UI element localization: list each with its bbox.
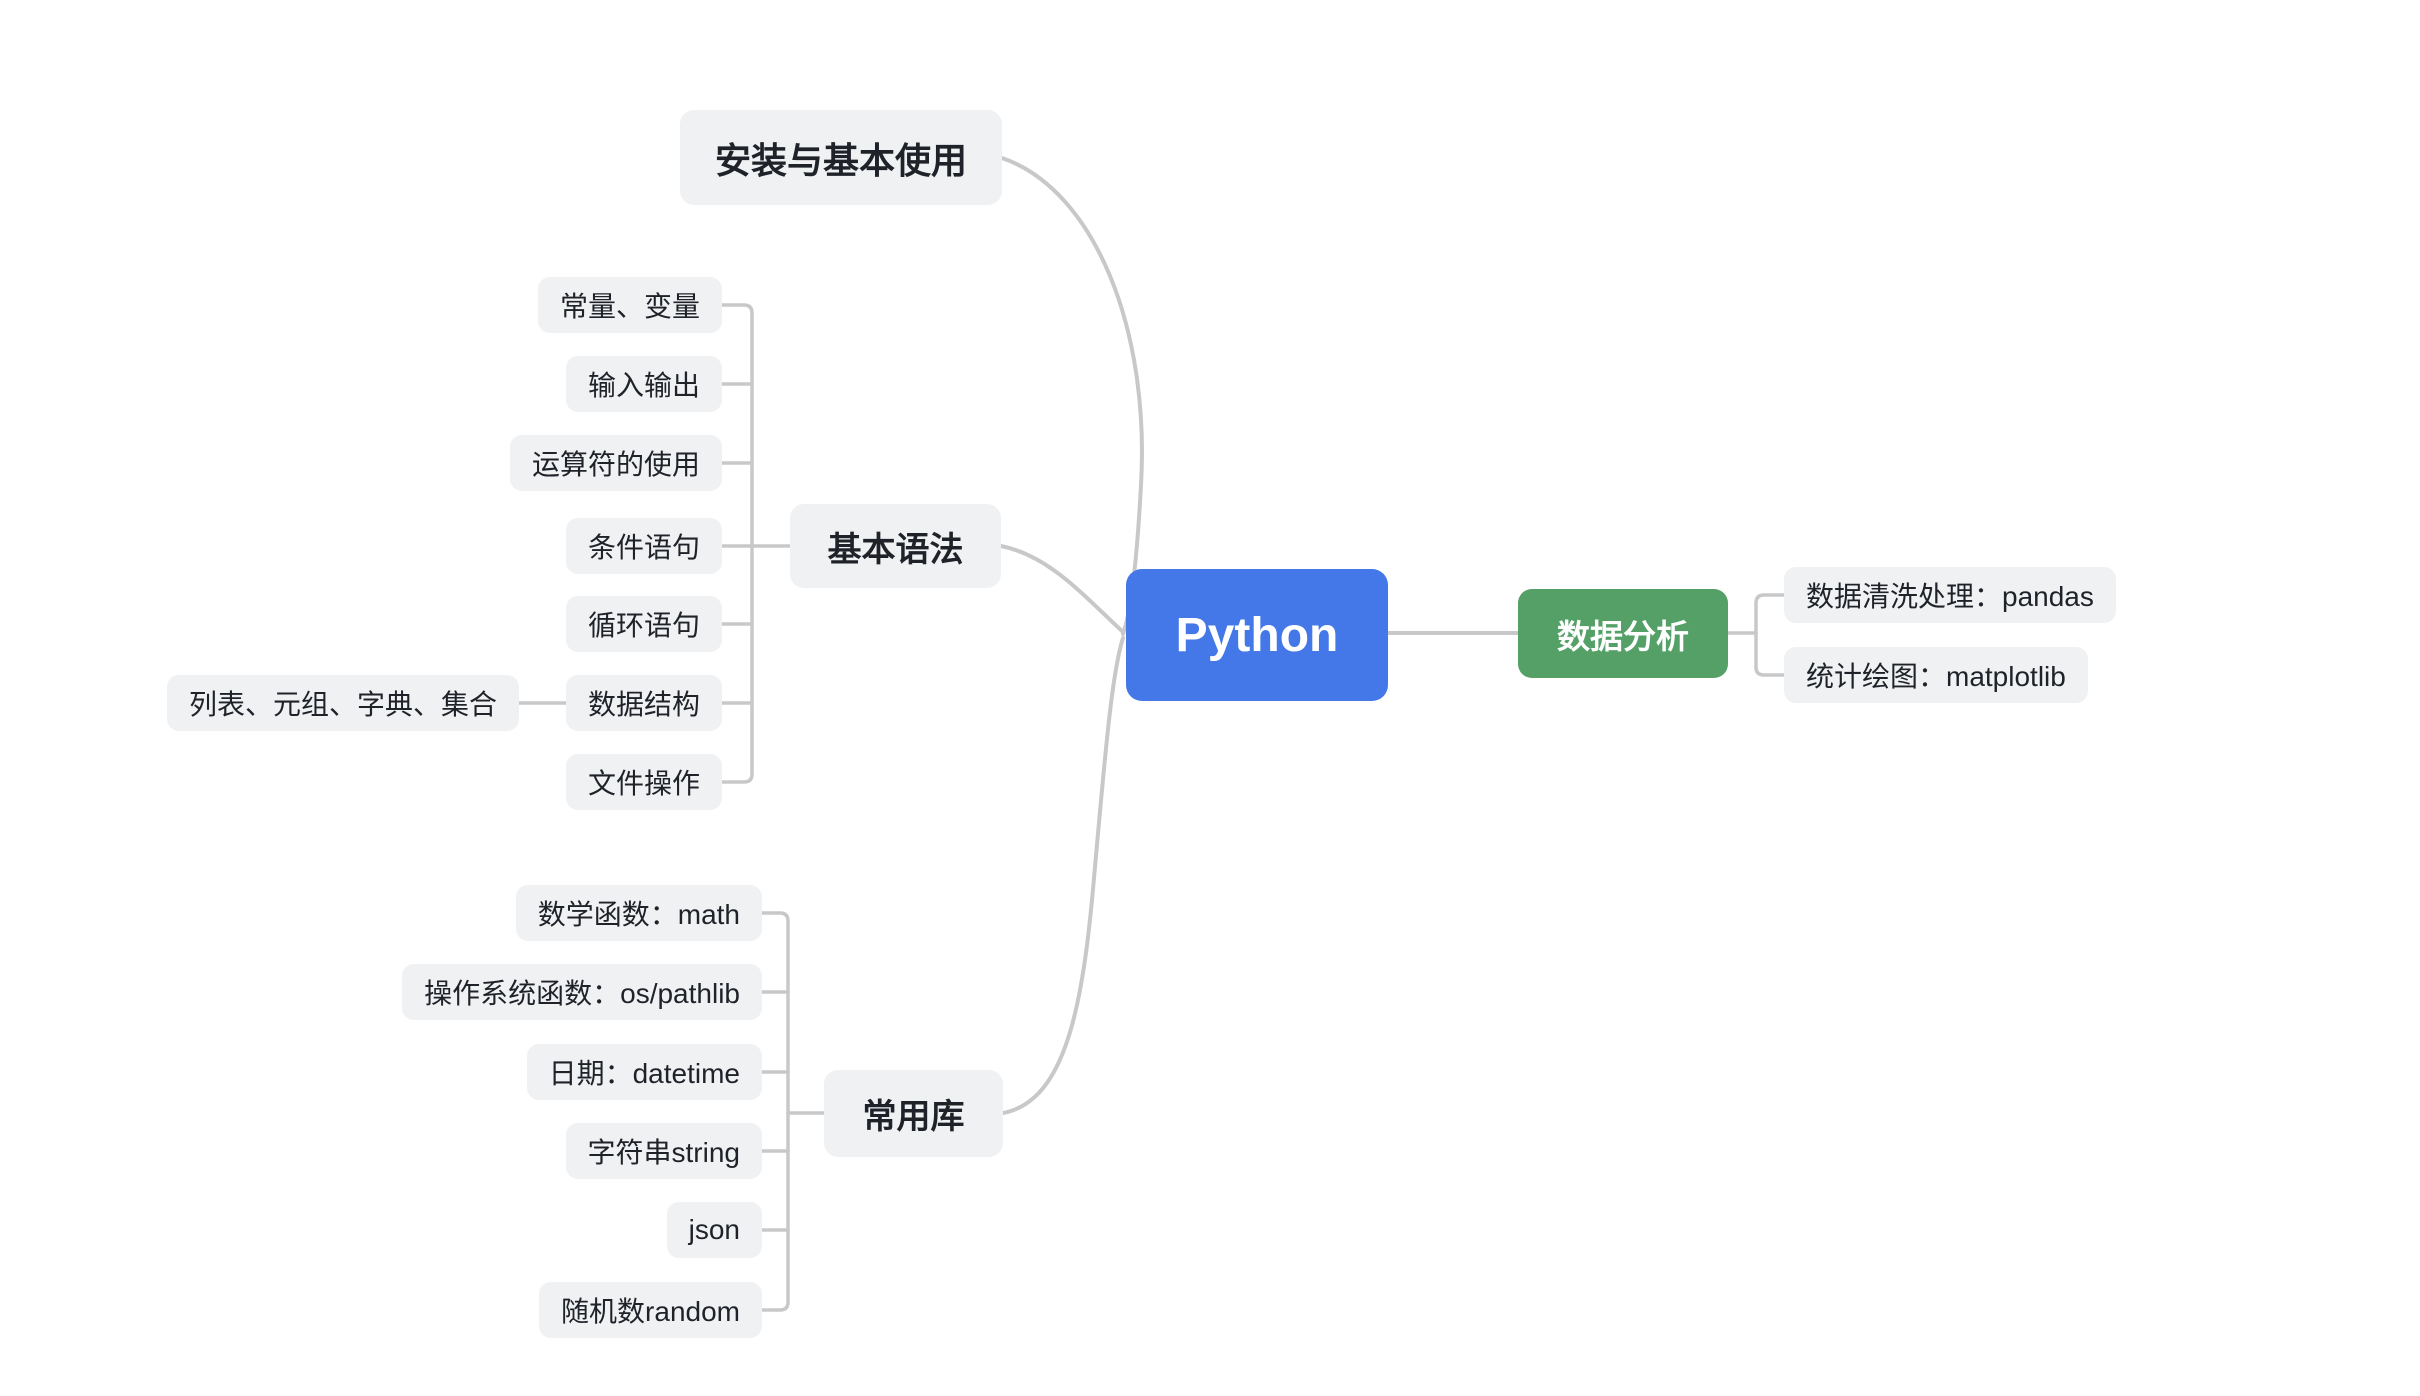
node-file-operations[interactable]: 文件操作 <box>565 754 722 810</box>
node-loops[interactable]: 循环语句 <box>565 596 722 652</box>
node-datetime[interactable]: 日期：datetime <box>526 1044 762 1100</box>
node-operators[interactable]: 运算符的使用 <box>509 435 722 491</box>
link-root-basic <box>999 544 1125 634</box>
node-constants-variables[interactable]: 常量、变量 <box>537 277 722 333</box>
link-basic-bus-bottom <box>720 544 754 784</box>
node-string[interactable]: 字符串string <box>565 1123 762 1179</box>
node-basic-syntax[interactable]: 基本语法 <box>790 504 1001 588</box>
link-root-install <box>1000 156 1144 636</box>
link-analysis-bus-bottom <box>1754 631 1786 677</box>
node-matplotlib[interactable]: 统计绘图：matplotlib <box>1784 647 2088 703</box>
node-python[interactable]: Python <box>1126 569 1388 701</box>
node-conditionals[interactable]: 条件语句 <box>565 518 722 574</box>
link-libs-bus-bottom <box>760 1111 790 1312</box>
link-libs-bus-top <box>760 911 790 1115</box>
link-basic-bus-top <box>720 303 754 548</box>
node-json[interactable]: json <box>666 1202 762 1258</box>
node-random[interactable]: 随机数random <box>539 1282 762 1338</box>
node-list-tuple-dict-set[interactable]: 列表、元组、字典、集合 <box>166 675 519 731</box>
node-install-usage[interactable]: 安装与基本使用 <box>680 110 1002 205</box>
node-math[interactable]: 数学函数：math <box>515 885 762 941</box>
node-os-pathlib[interactable]: 操作系统函数：os/pathlib <box>402 964 762 1020</box>
node-data-structures[interactable]: 数据结构 <box>565 675 722 731</box>
node-common-libs[interactable]: 常用库 <box>824 1070 1003 1157</box>
link-root-libs <box>1001 636 1125 1115</box>
node-input-output[interactable]: 输入输出 <box>565 356 722 412</box>
node-data-analysis[interactable]: 数据分析 <box>1518 589 1728 678</box>
node-pandas[interactable]: 数据清洗处理：pandas <box>1784 567 2116 623</box>
link-analysis-bus-top <box>1754 593 1786 635</box>
